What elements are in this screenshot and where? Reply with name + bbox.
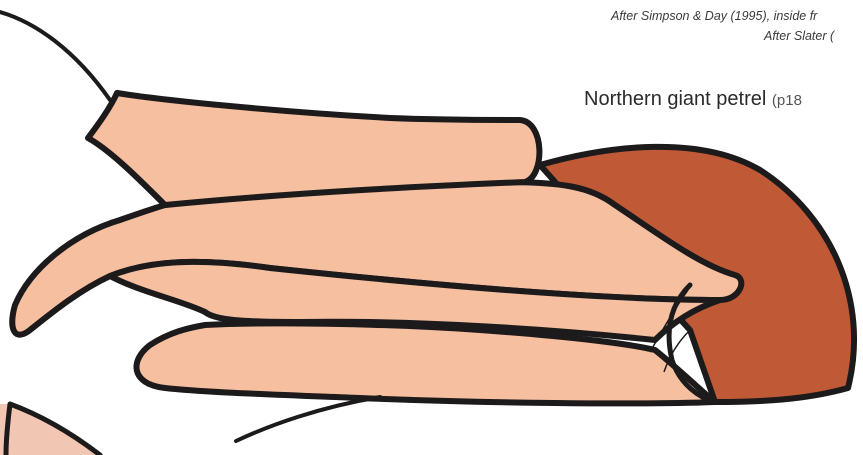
second-bill-fragment <box>0 404 100 455</box>
source-credit-line-2: After Slater ( <box>764 29 834 43</box>
lower-guide-stroke <box>236 397 380 441</box>
page-reference: (p18 <box>772 92 802 109</box>
species-name: Northern giant petrel <box>584 88 766 110</box>
species-caption: Northern giant petrel (p18 <box>584 88 802 111</box>
upper-guide-stroke <box>0 12 110 100</box>
source-credit-line-1: After Simpson & Day (1995), inside fr <box>611 9 817 23</box>
